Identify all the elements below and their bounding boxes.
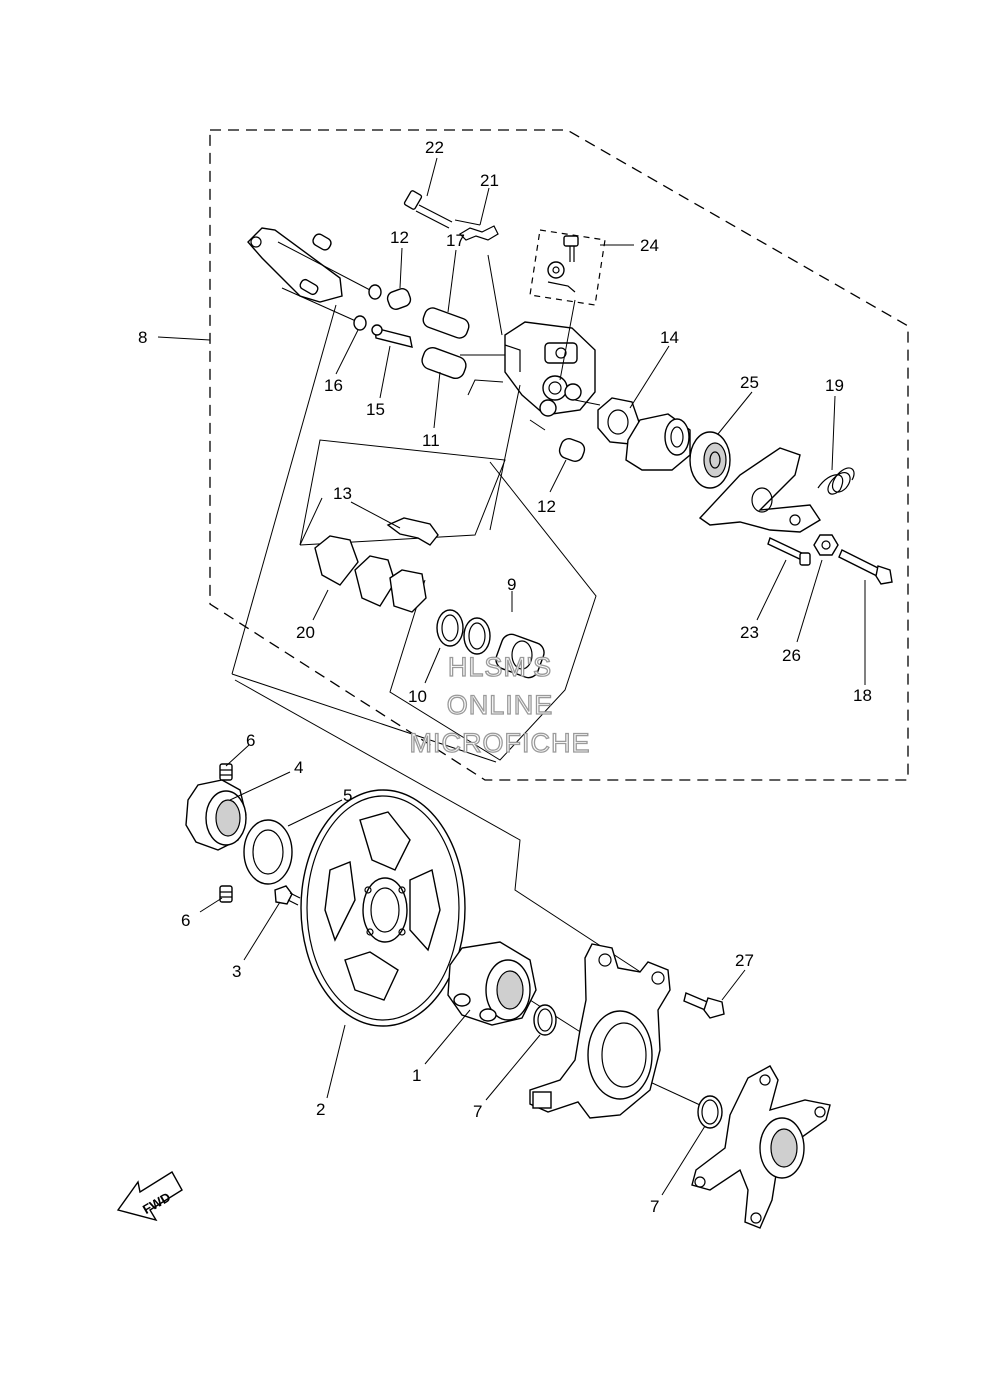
bolt-23	[767, 537, 811, 566]
set-screw-6-bottom	[219, 885, 233, 903]
callout-leaders	[157, 157, 866, 1196]
callout-25: 25	[740, 373, 759, 392]
callout-14: 14	[660, 328, 679, 347]
bolt-3	[274, 885, 301, 906]
washer-5	[243, 819, 293, 885]
callout-26: 26	[782, 646, 801, 665]
callout-21: 21	[480, 171, 499, 190]
boot-12-lower	[558, 438, 586, 462]
bolt-18	[838, 549, 893, 585]
callout-22: 22	[425, 138, 444, 157]
clip-21	[459, 225, 499, 241]
watermark-line-1: HLSM'S	[448, 652, 552, 682]
spring-13	[386, 517, 439, 546]
o-ring-7-lower	[697, 1095, 723, 1129]
sprocket-hub	[691, 1065, 831, 1229]
bleeder-24	[529, 229, 606, 306]
callout-4: 4	[294, 758, 303, 777]
boot-12-upper	[386, 288, 412, 310]
bearing-25	[689, 431, 731, 489]
callout-17: 17	[446, 231, 465, 250]
callout-27: 27	[735, 951, 754, 970]
callout-9: 9	[507, 575, 516, 594]
piston-17	[422, 307, 470, 339]
watermark-line-2: ONLINE	[447, 690, 554, 720]
caliper-body	[504, 321, 596, 417]
callout-8: 8	[138, 328, 147, 347]
callout-15: 15	[366, 400, 385, 419]
callout-13: 13	[333, 484, 352, 503]
callout-5: 5	[343, 786, 352, 805]
watermark-line-3: MICROFICHE	[410, 728, 591, 758]
callout-23: 23	[740, 623, 759, 642]
lock-nut-4	[185, 779, 247, 851]
callout-10: 10	[408, 687, 427, 706]
callout-2: 2	[316, 1100, 325, 1119]
callout-12: 12	[390, 228, 409, 247]
pin-15	[371, 324, 413, 348]
callout-12-lower: 12	[537, 497, 556, 516]
seals-9	[436, 609, 545, 679]
forward-direction-arrow: FWD	[116, 1171, 183, 1222]
bolt-27	[683, 992, 725, 1019]
callout-6-bottom: 6	[181, 911, 190, 930]
lever-plate	[698, 447, 821, 533]
brake-disc-2	[300, 789, 466, 1027]
callout-20: 20	[296, 623, 315, 642]
watermark: HLSM'S ONLINE MICROFICHE	[409, 651, 591, 758]
callout-18: 18	[853, 686, 872, 705]
callout-1: 1	[412, 1066, 421, 1085]
callout-6-top: 6	[246, 731, 255, 750]
spring-19	[817, 467, 855, 495]
hub-1	[447, 941, 537, 1026]
callout-24: 24	[640, 236, 659, 255]
caliper-bracket	[247, 227, 343, 303]
nut-26	[813, 534, 839, 556]
callout-16: 16	[324, 376, 343, 395]
brake-pads-20	[314, 535, 427, 613]
callout-19: 19	[825, 376, 844, 395]
callout-11: 11	[422, 431, 440, 450]
sleeve-11	[421, 346, 467, 380]
callout-labels: 22 21 12 17 24 8 16 15 11 14 25 19 12 13…	[138, 138, 872, 1216]
axle-housing	[529, 943, 671, 1119]
bolt-22	[403, 190, 453, 229]
callout-7-upper: 7	[473, 1102, 482, 1121]
washer-16	[353, 284, 382, 331]
set-screw-6-top	[219, 763, 233, 781]
o-ring-7-upper	[533, 1004, 557, 1036]
caliper-assembly-boundary	[209, 129, 909, 781]
callout-7-lower: 7	[650, 1197, 659, 1216]
callout-3: 3	[232, 962, 241, 981]
